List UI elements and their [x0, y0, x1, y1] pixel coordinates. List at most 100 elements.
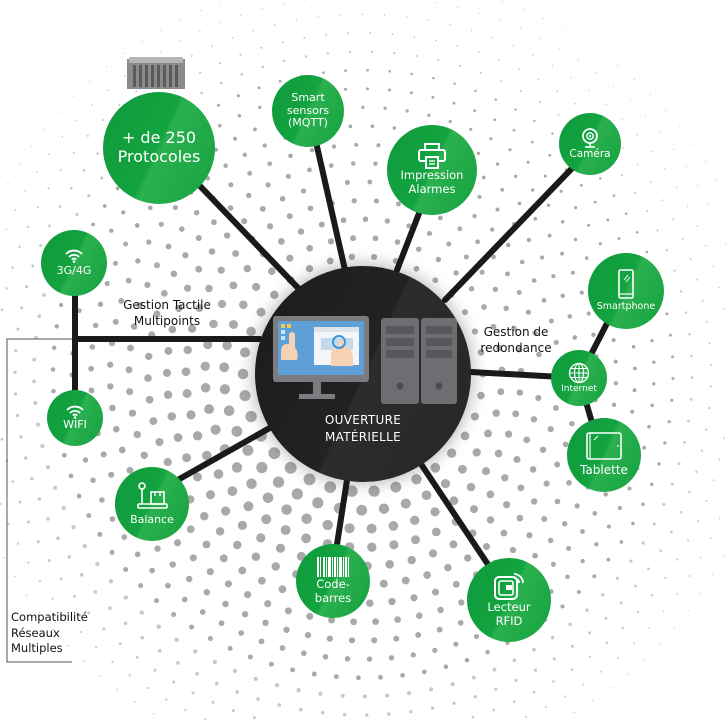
halftone-dot — [630, 409, 635, 414]
halftone-dot — [285, 173, 291, 179]
halftone-dot — [636, 610, 640, 614]
tablet-icon — [586, 432, 622, 461]
halftone-dot — [432, 647, 438, 654]
halftone-dot — [171, 611, 177, 618]
halftone-dot — [592, 699, 594, 702]
halftone-dot — [566, 546, 572, 551]
halftone-dot — [347, 32, 350, 35]
halftone-dot — [679, 290, 683, 293]
halftone-dot — [550, 635, 555, 640]
halftone-dot — [58, 205, 62, 209]
halftone-dot — [547, 537, 554, 544]
halftone-dot — [679, 126, 681, 128]
halftone-dot — [452, 101, 456, 105]
halftone-dot — [617, 656, 620, 659]
halftone-dot — [149, 417, 158, 426]
halftone-dot — [96, 152, 99, 155]
halftone-dot — [182, 389, 192, 398]
halftone-dot — [407, 555, 416, 565]
halftone-dot — [516, 389, 524, 396]
halftone-dot — [322, 519, 333, 531]
halftone-dot — [246, 192, 252, 199]
halftone-dot — [652, 522, 656, 526]
halftone-dot — [569, 420, 575, 427]
node-smartphone[interactable]: Smartphone — [588, 253, 664, 329]
node-tablet[interactable]: Tablette — [567, 418, 641, 492]
halftone-dot — [141, 40, 143, 42]
halftone-dot — [580, 529, 585, 534]
halftone-dot — [383, 14, 386, 16]
halftone-dot — [42, 293, 46, 297]
halftone-dot — [203, 340, 213, 350]
halftone-dot — [30, 145, 32, 147]
halftone-dot — [531, 278, 537, 283]
node-cellular[interactable]: 3G/4G — [41, 230, 107, 296]
halftone-dot — [165, 582, 171, 589]
halftone-dot — [164, 347, 173, 355]
halftone-dot — [123, 53, 125, 55]
halftone-dot — [355, 675, 361, 681]
halftone-dot — [118, 297, 125, 304]
halftone-dot — [512, 658, 517, 663]
annotation-touch-line2: Multipoints — [133, 314, 201, 329]
halftone-dot — [624, 212, 628, 215]
node-camera[interactable]: Caméra — [559, 113, 621, 175]
halftone-dot — [692, 143, 694, 145]
halftone-dot — [481, 467, 491, 476]
halftone-dot — [659, 131, 661, 133]
halftone-dot — [432, 277, 439, 284]
halftone-dot — [489, 227, 495, 232]
halftone-dot — [24, 189, 27, 192]
halftone-dot — [689, 398, 693, 401]
halftone-dot — [651, 594, 654, 597]
halftone-dot — [588, 89, 590, 92]
halftone-dot — [551, 273, 556, 279]
halftone-dot — [220, 1, 222, 3]
halftone-dot — [533, 668, 538, 672]
node-barcode[interactable]: Code- barres — [296, 544, 370, 618]
halftone-dot — [67, 555, 72, 559]
halftone-dot — [588, 655, 592, 659]
node-printer[interactable]: Impression Alarmes — [387, 125, 477, 215]
node-scale[interactable]: Balance — [115, 467, 189, 541]
halftone-dot — [207, 635, 213, 642]
halftone-dot — [351, 198, 357, 204]
halftone-dot — [621, 118, 623, 121]
halftone-dot — [219, 554, 228, 563]
halftone-dot — [144, 374, 152, 382]
halftone-dot — [0, 502, 2, 505]
halftone-dot — [320, 710, 325, 715]
halftone-dot — [191, 691, 195, 695]
halftone-dot — [217, 266, 225, 274]
halftone-dot — [573, 237, 578, 242]
halftone-dot — [606, 524, 612, 529]
halftone-dot — [700, 592, 702, 594]
halftone-dot — [290, 667, 296, 673]
printer-icon — [418, 143, 446, 170]
halftone-dot — [570, 668, 574, 671]
node-protocols[interactable]: + de 250 Protocoles — [103, 92, 215, 204]
halftone-dot — [503, 501, 511, 509]
halftone-dot — [118, 104, 121, 107]
halftone-dot — [258, 105, 262, 110]
halftone-dot — [665, 312, 669, 316]
node-cellular-label: 3G/4G — [56, 264, 92, 278]
halftone-dot — [286, 213, 293, 220]
halftone-dot — [605, 103, 607, 106]
halftone-dot — [629, 100, 631, 102]
halftone-dot — [520, 28, 522, 30]
halftone-dot — [301, 533, 311, 544]
node-rfid[interactable]: Lecteur RFID — [467, 558, 551, 642]
node-smart-sensors[interactable]: Smart sensors (MQTT) — [272, 75, 344, 147]
halftone-dot — [613, 359, 618, 364]
halftone-dot — [240, 14, 242, 16]
halftone-dot — [722, 554, 724, 557]
halftone-dot — [37, 314, 42, 319]
halftone-dot — [181, 596, 188, 603]
node-wifi[interactable]: WIFI — [47, 390, 103, 446]
halftone-dot — [18, 163, 20, 165]
halftone-dot — [705, 428, 708, 431]
node-internet[interactable]: Internet — [551, 350, 607, 406]
node-wifi-label: WIFI — [63, 418, 87, 432]
halftone-dot — [227, 645, 233, 651]
